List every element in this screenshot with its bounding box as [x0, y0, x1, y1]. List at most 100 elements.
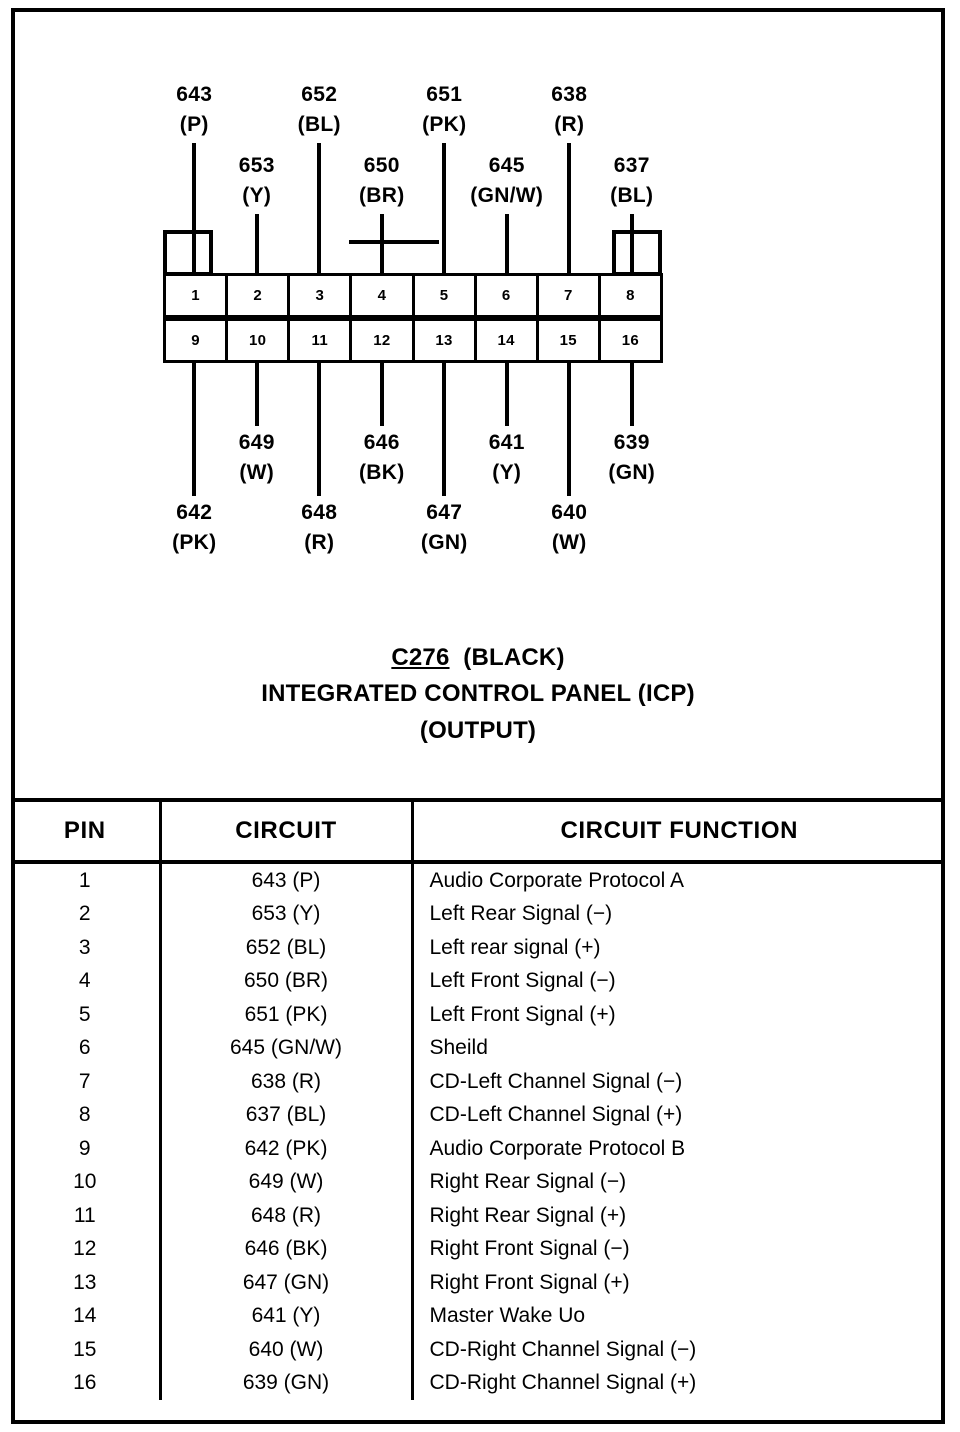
cell-circuit-function: CD-Right Channel Signal (+) — [429, 1371, 697, 1395]
pin-cell-13: 13 — [415, 321, 477, 360]
lead-line-pin-5 — [442, 143, 447, 273]
wire-code-9: 642 — [176, 501, 213, 524]
cell-pin: 9 — [11, 1132, 162, 1166]
wire-code-11: 648 — [301, 501, 338, 524]
cell-circuit-function: Right Front Signal (+) — [429, 1270, 630, 1294]
wire-color-12: (BK) — [358, 460, 405, 484]
cell-circuit: 642 (PK) — [160, 1132, 414, 1166]
cell-circuit: 643 (P) — [160, 862, 414, 898]
lead-line-pin-15 — [567, 363, 572, 496]
wire-color-3: (BL) — [297, 112, 341, 136]
connector-color: (BLACK) — [463, 644, 565, 671]
cell-circuit-function: Audio Corporate Protocol A — [429, 868, 684, 892]
wire-code-15: 640 — [551, 501, 588, 524]
cell-circuit-function: Left Front Signal (−) — [429, 969, 616, 993]
pin-cell-9: 9 — [166, 321, 229, 360]
lead-line-pin-1 — [192, 143, 197, 273]
pin-cell-15: 15 — [539, 321, 601, 360]
cell-pin: 4 — [11, 964, 162, 998]
lead-line-pin-7 — [567, 143, 572, 273]
wire-label-pin-6: 645 (GN/W) — [470, 151, 543, 211]
cell-circuit-function: CD-Left Channel Signal (+) — [429, 1103, 683, 1127]
cell-circuit: 639 (GN) — [160, 1366, 414, 1400]
wire-code-4: 650 — [363, 154, 400, 177]
wire-label-pin-2: 653(Y) — [239, 151, 275, 211]
wire-color-1: (P) — [179, 112, 209, 136]
connector-id: C276 — [391, 644, 450, 671]
wire-label-pin-1: 643(P) — [176, 80, 212, 140]
lead-line-pin-16 — [629, 363, 634, 426]
cell-pin: 2 — [11, 897, 162, 931]
wire-label-pin-8: 637(BL) — [610, 151, 653, 211]
cell-circuit: 640 (W) — [160, 1333, 414, 1367]
wire-label-pin-5: 651(PK) — [422, 80, 466, 140]
column-header-pin: PIN — [11, 798, 162, 864]
pin-cell-8: 8 — [626, 287, 635, 304]
wire-color-4: (BR) — [358, 183, 405, 207]
pin-cell-2: 2 — [228, 276, 291, 315]
wire-color-13: (GN) — [420, 530, 468, 554]
wire-color-8: (BL) — [610, 183, 654, 207]
cell-circuit-function: Right Rear Signal (−) — [429, 1170, 627, 1194]
cell-circuit: 649 (W) — [160, 1165, 414, 1199]
wire-label-pin-7: 638 (R) — [551, 80, 587, 140]
cell-pin: 15 — [11, 1333, 162, 1367]
wire-color-9: (PK) — [172, 530, 217, 554]
cell-pin: 5 — [11, 998, 162, 1032]
pin-cell-10: 10 — [228, 321, 291, 360]
cell-circuit: 648 (R) — [160, 1199, 414, 1233]
wire-label-pin-10: 649(W) — [239, 428, 275, 488]
cell-circuit: 646 (BK) — [160, 1232, 414, 1266]
wire-code-10: 649 — [238, 431, 275, 454]
lead-line-pin-13 — [442, 363, 447, 496]
table-bottom-rule — [11, 1420, 945, 1424]
connector-shell-tab-left — [163, 230, 213, 276]
pin-cell-6: 6 — [477, 276, 539, 315]
cell-pin: 6 — [11, 1031, 162, 1065]
caption-direction: (OUTPUT) — [419, 716, 537, 744]
wire-label-pin-12: 646 (BK) — [359, 428, 405, 488]
cell-circuit: 652 (BL) — [160, 931, 414, 965]
cell-pin: 3 — [11, 931, 162, 965]
wire-color-6: (GN/W) — [470, 183, 544, 207]
wire-label-pin-16: 639(GN) — [608, 428, 655, 488]
pin-cell-16: 16 — [621, 332, 640, 349]
wire-code-6: 645 — [488, 154, 525, 177]
wire-label-pin-13: 647(GN) — [421, 498, 468, 558]
cell-circuit: 638 (R) — [160, 1065, 414, 1099]
cell-circuit: 647 (GN) — [160, 1266, 414, 1300]
cell-pin: 1 — [11, 862, 162, 898]
lead-line-pin-14 — [504, 363, 509, 426]
cell-pin: 13 — [11, 1266, 162, 1300]
wire-color-15: (W) — [551, 530, 587, 554]
diagram-caption: C276 (BLACK) INTEGRATED CONTROL PANEL (I… — [11, 640, 945, 749]
wire-label-pin-11: 648 (R) — [301, 498, 337, 558]
cell-circuit: 653 (Y) — [160, 897, 414, 931]
cell-circuit-function: Left Rear Signal (−) — [429, 902, 613, 926]
caption-component-name: INTEGRATED CONTROL PANEL (ICP) — [261, 680, 695, 708]
cell-pin: 12 — [11, 1232, 162, 1266]
wire-code-12: 646 — [363, 431, 400, 454]
wire-code-7: 638 — [551, 83, 588, 106]
cell-circuit: 637 (BL) — [160, 1098, 414, 1132]
wire-code-2: 653 — [238, 154, 275, 177]
column-header-function: CIRCUIT FUNCTION — [412, 798, 945, 864]
lead-line-pin-12 — [379, 363, 384, 426]
wire-label-pin-15: 640 (W) — [551, 498, 587, 558]
pin-cell-1: 1 — [166, 276, 229, 315]
wire-color-11: (R) — [304, 530, 335, 554]
wire-color-7: (R) — [554, 112, 585, 136]
lead-line-pin-2 — [254, 214, 259, 273]
